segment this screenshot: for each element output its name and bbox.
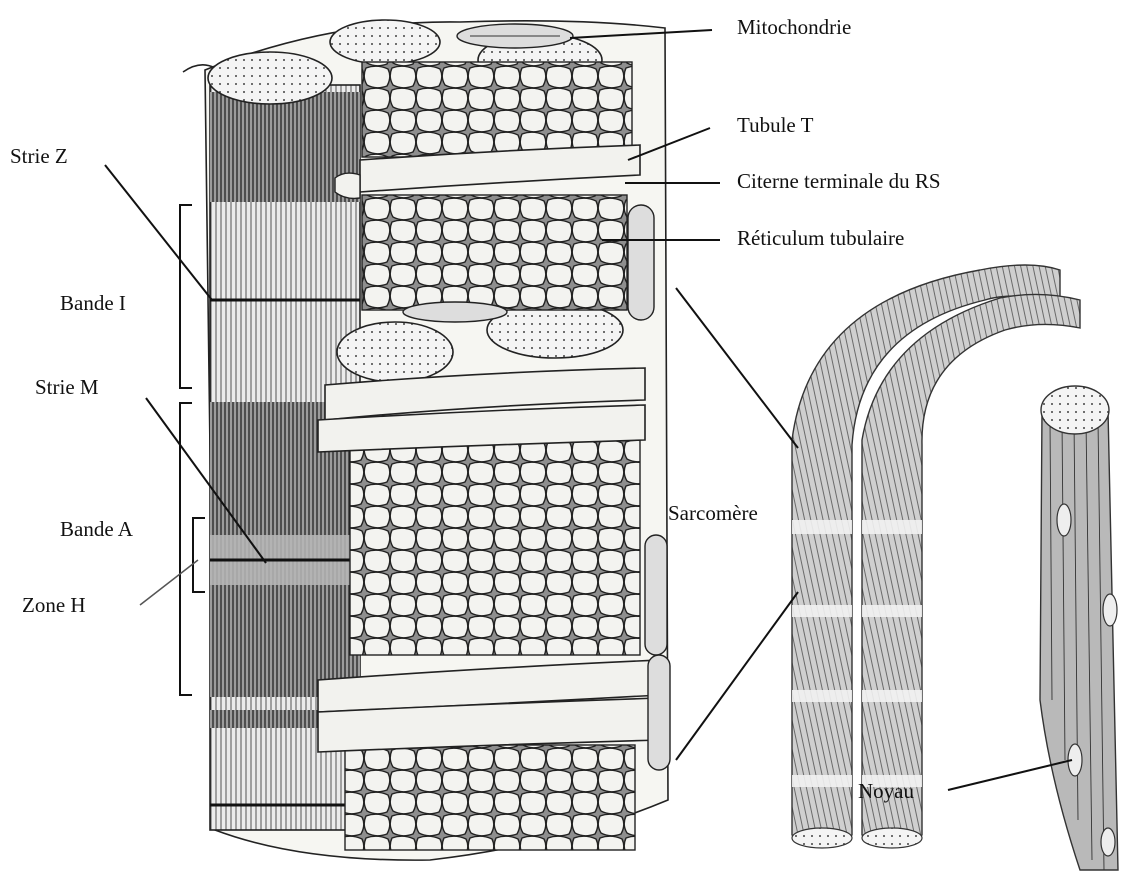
label-strie-m: Strie M: [35, 375, 99, 399]
mitochondrion: [648, 655, 670, 770]
label-mitochondrie: Mitochondrie: [737, 15, 851, 39]
mitochondrion: [628, 205, 654, 320]
label-citerne-terminale: Citerne terminale du RS: [737, 169, 941, 193]
label-noyau: Noyau: [858, 779, 914, 803]
muscle-fibers-right: [792, 265, 1118, 870]
label-bande-a: Bande A: [60, 517, 134, 541]
sarcomere-leader-upper: [676, 288, 798, 448]
sarcomere-leader-lower: [676, 592, 798, 760]
bande-i-bracket: [180, 205, 192, 388]
nucleus: [1101, 828, 1115, 856]
label-tubule-t: Tubule T: [737, 113, 814, 137]
zone-h-bracket: [193, 518, 205, 592]
fiber-cross-section: [1041, 386, 1109, 434]
mitochondrion: [403, 302, 507, 322]
zone-h-leader: [140, 560, 198, 605]
label-strie-z: Strie Z: [10, 144, 68, 168]
nucleus: [1103, 594, 1117, 626]
label-bande-i: Bande I: [60, 291, 126, 315]
strie-z-leader: [105, 165, 212, 300]
label-zone-h: Zone H: [22, 593, 86, 617]
myofibril-cross-section: [208, 52, 332, 104]
nucleus: [1057, 504, 1071, 536]
mitochondrion: [645, 535, 667, 655]
label-sarcomere: Sarcomère: [668, 501, 758, 525]
label-reticulum-tubulaire: Réticulum tubulaire: [737, 226, 904, 250]
